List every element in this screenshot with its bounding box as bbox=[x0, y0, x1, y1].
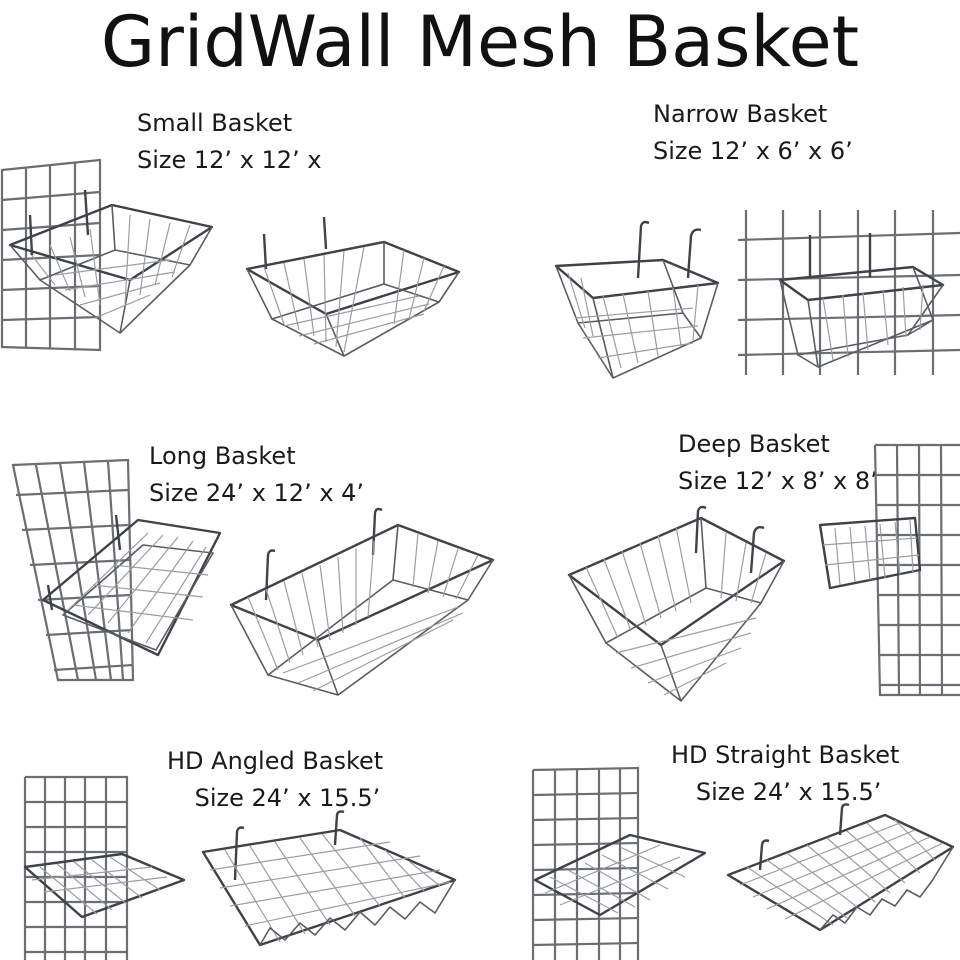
hd-angled-basket-name: HD Angled Basket bbox=[167, 747, 384, 775]
deep-basket-label: Deep Basket Size 12’ x 8’ x 8’ bbox=[678, 426, 878, 500]
deep-basket-size: Size 12’ x 8’ x 8’ bbox=[678, 467, 878, 495]
hd-straight-basket-on-gridwall-image bbox=[531, 766, 707, 960]
small-basket-image bbox=[245, 216, 461, 357]
small-basket-label: Small Basket Size 12’ x 12’ x bbox=[137, 105, 322, 179]
narrow-basket-label: Narrow Basket Size 12’ x 6’ x 6’ bbox=[653, 96, 853, 170]
small-basket-on-gridwall-image bbox=[0, 158, 214, 352]
hd-straight-basket-size: Size 24’ x 15.5’ bbox=[695, 778, 882, 806]
narrow-basket-image bbox=[554, 220, 720, 379]
long-basket-label: Long Basket Size 24’ x 12’ x 4’ bbox=[149, 438, 364, 512]
hd-angled-basket-image bbox=[201, 810, 457, 947]
deep-basket-image bbox=[567, 505, 786, 702]
hd-straight-basket-name: HD Straight Basket bbox=[671, 741, 900, 769]
narrow-basket-size: Size 12’ x 6’ x 6’ bbox=[653, 137, 853, 165]
long-basket-on-gridwall-image bbox=[11, 458, 222, 682]
narrow-basket-on-gridwall-image bbox=[737, 210, 960, 375]
gridwall-panel bbox=[0, 158, 102, 352]
deep-basket-on-gridwall-image bbox=[818, 443, 960, 697]
hd-angled-basket-size: Size 24’ x 15.5’ bbox=[194, 784, 381, 812]
small-basket-size: Size 12’ x 12’ x bbox=[137, 146, 322, 174]
hd-straight-basket-image bbox=[726, 803, 955, 932]
hd-angled-basket-label: HD Angled Basket Size 24’ x 15.5’ bbox=[167, 743, 383, 817]
narrow-basket-name: Narrow Basket bbox=[653, 100, 828, 128]
long-basket-size: Size 24’ x 12’ x 4’ bbox=[149, 479, 365, 507]
hd-angled-basket-on-gridwall-image bbox=[23, 775, 186, 960]
page-title: GridWall Mesh Basket bbox=[100, 1, 860, 83]
long-basket-image bbox=[229, 507, 495, 696]
deep-basket-name: Deep Basket bbox=[678, 430, 830, 458]
small-basket-wire bbox=[8, 189, 214, 334]
hd-straight-basket-label: HD Straight Basket Size 24’ x 15.5’ bbox=[671, 737, 899, 811]
small-basket-name: Small Basket bbox=[137, 109, 293, 137]
long-basket-name: Long Basket bbox=[149, 442, 296, 470]
